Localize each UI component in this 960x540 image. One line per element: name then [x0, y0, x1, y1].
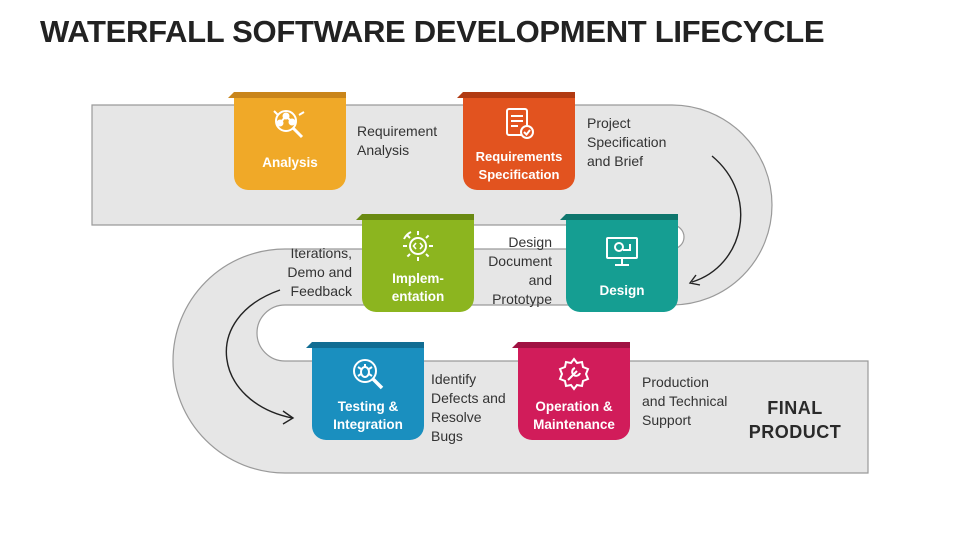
step-note-implementation: Iterations, Demo and Feedback — [287, 245, 352, 299]
step-note-analysis: Requirement Analysis — [357, 123, 438, 158]
flow-arrow-right-head — [688, 274, 701, 286]
step-note-requirements: Project Specification and Brief — [587, 115, 667, 169]
monitor-design-icon — [599, 232, 645, 272]
step-note-testing: Identify Defects and Resolve Bugs — [431, 371, 506, 444]
step-label: Design — [599, 283, 645, 298]
step-label: Requirements Specification — [475, 149, 563, 182]
step-operation-maintenance: Operation & Maintenance — [512, 342, 630, 440]
step-requirements-specification: Requirements Specification — [457, 92, 575, 190]
step-label: Testing & Integration — [333, 399, 403, 432]
page-title: WATERFALL SOFTWARE DEVELOPMENT LIFECYCLE — [40, 14, 825, 49]
step-note-design: Design Document and Prototype — [488, 234, 552, 307]
step-note-operation: Production and Technical Support — [642, 374, 728, 428]
track-shape — [91, 104, 869, 474]
step-analysis: Analysis — [228, 92, 346, 190]
step-implementation: Implem- entation — [356, 214, 474, 312]
step-label: Implem- entation — [391, 271, 445, 304]
final-product-label: FINAL PRODUCT — [748, 398, 842, 442]
wrench-gear-icon — [551, 354, 597, 394]
gear-code-icon — [395, 226, 441, 266]
flow-arrow-left — [225, 289, 293, 419]
step-label: Analysis — [262, 155, 318, 170]
document-check-icon — [496, 104, 542, 144]
step-design: Design — [560, 214, 678, 312]
flow-arrow-right — [691, 155, 742, 283]
step-testing-integration: Testing & Integration — [306, 342, 424, 440]
magnify-bug-icon — [345, 354, 391, 394]
step-label: Operation & Maintenance — [533, 399, 615, 432]
flow-arrow-left-head — [282, 410, 295, 425]
analysis-nodes-icon — [267, 104, 313, 144]
